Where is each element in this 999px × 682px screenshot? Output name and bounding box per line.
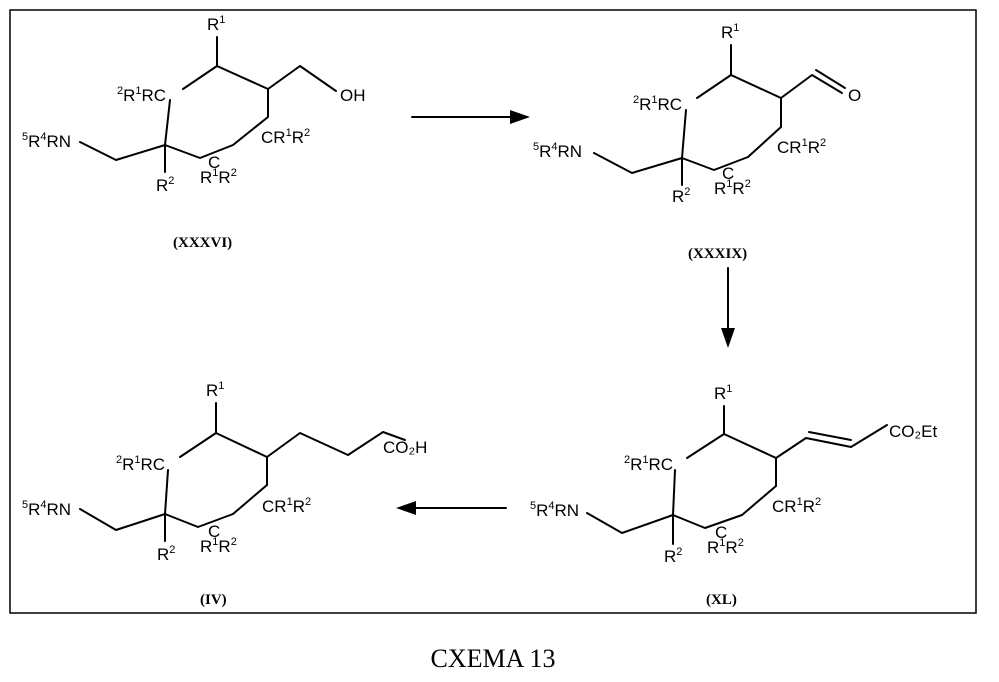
compound-xxxix-structure xyxy=(594,45,845,185)
svg-text:R1: R1 xyxy=(714,383,732,403)
svg-text:2R1RC: 2R1RC xyxy=(633,94,682,114)
svg-text:R1: R1 xyxy=(721,22,739,42)
svg-text:R2: R2 xyxy=(672,186,690,206)
compound-xl-structure xyxy=(587,406,887,544)
svg-text:CO₂Et: CO₂Et xyxy=(889,422,937,441)
svg-text:R1R2: R1R2 xyxy=(200,167,237,187)
svg-text:CR1R2: CR1R2 xyxy=(262,496,311,516)
scheme-caption: CXEMA 13 xyxy=(431,644,556,673)
svg-text:2R1RC: 2R1RC xyxy=(116,454,165,474)
svg-text:CO₂H: CO₂H xyxy=(383,438,427,457)
svg-text:2R1RC: 2R1RC xyxy=(117,85,166,105)
compound-label-xxxix: (XXXIX) xyxy=(688,246,747,262)
compound-label-iv: (IV) xyxy=(200,592,227,608)
compound-label-xxxvi: (XXXVI) xyxy=(173,235,232,251)
svg-text:5R4RN: 5R4RN xyxy=(530,500,579,520)
svg-text:CR1R2: CR1R2 xyxy=(261,127,310,147)
svg-text:2R1RC: 2R1RC xyxy=(624,454,673,474)
svg-text:CR1R2: CR1R2 xyxy=(777,137,826,157)
arrow-right-top xyxy=(412,110,530,124)
compound-xxxix-labels: R1 2R1RC O CR1R2 5R4RN C R1R2 R2 xyxy=(533,22,861,206)
svg-text:R1: R1 xyxy=(207,14,225,34)
compound-iv-labels: R1 2R1RC CO₂H CR1R2 5R4RN C R1R2 R2 xyxy=(22,380,427,564)
compound-xl-labels: R1 2R1RC CO₂Et CR1R2 5R4RN C R1R2 R2 xyxy=(530,383,937,566)
svg-text:5R4RN: 5R4RN xyxy=(22,499,71,519)
svg-text:CR1R2: CR1R2 xyxy=(772,496,821,516)
svg-text:R1: R1 xyxy=(206,380,224,400)
svg-text:R1R2: R1R2 xyxy=(714,178,751,198)
svg-text:OH: OH xyxy=(340,86,366,105)
svg-text:O: O xyxy=(848,86,861,105)
arrow-down xyxy=(721,268,735,348)
svg-text:5R4RN: 5R4RN xyxy=(533,141,582,161)
svg-text:R2: R2 xyxy=(156,175,174,195)
svg-text:R2: R2 xyxy=(157,544,175,564)
compound-xxxvi-structure xyxy=(80,37,336,172)
svg-text:5R4RN: 5R4RN xyxy=(22,131,71,151)
svg-text:R1R2: R1R2 xyxy=(200,536,237,556)
arrow-left-bottom xyxy=(396,501,506,515)
compound-xxxvi-labels: R1 2R1RC OH CR1R2 5R4RN C R1R2 R2 xyxy=(22,14,366,195)
svg-text:R2: R2 xyxy=(664,546,682,566)
svg-text:R1R2: R1R2 xyxy=(707,537,744,557)
compound-label-xl: (XL) xyxy=(706,592,737,608)
